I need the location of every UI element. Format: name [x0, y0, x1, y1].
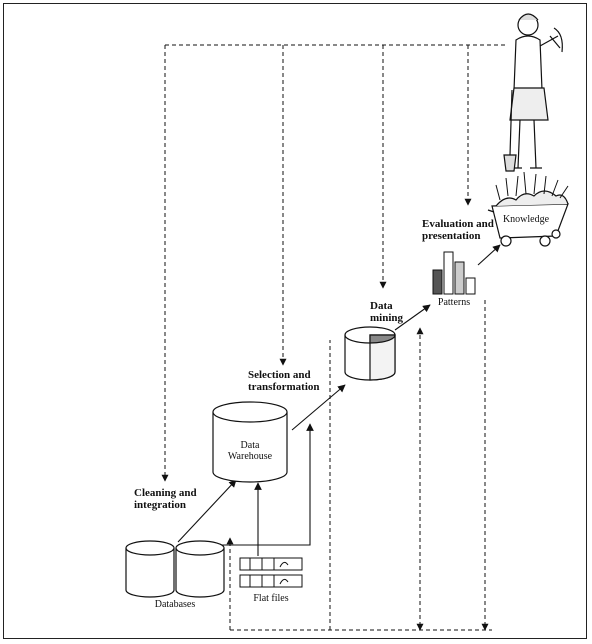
data-cube-icon [345, 327, 395, 380]
stage-label-cleaning: Cleaning and integration [134, 487, 197, 511]
flat-files-icon [240, 558, 302, 587]
node-label-flat-files: Flat files [240, 593, 302, 604]
database-cylinders-icon [126, 541, 224, 597]
stage-label-selection: Selection and transformation [248, 369, 320, 393]
arrow-patterns-to-knowledge [478, 245, 500, 265]
stage-label-mining: Data mining [370, 300, 403, 324]
node-label-warehouse: Data Warehouse [216, 440, 284, 462]
node-label-knowledge: Knowledge [498, 214, 554, 225]
miner-figure-icon [504, 14, 562, 171]
patterns-bar-icon [433, 252, 475, 294]
node-label-databases: Databases [126, 599, 224, 610]
node-label-patterns: Patterns [428, 297, 480, 308]
stage-label-evaluation: Evaluation and presentation [422, 218, 494, 242]
knowledge-cart-icon [488, 172, 568, 246]
